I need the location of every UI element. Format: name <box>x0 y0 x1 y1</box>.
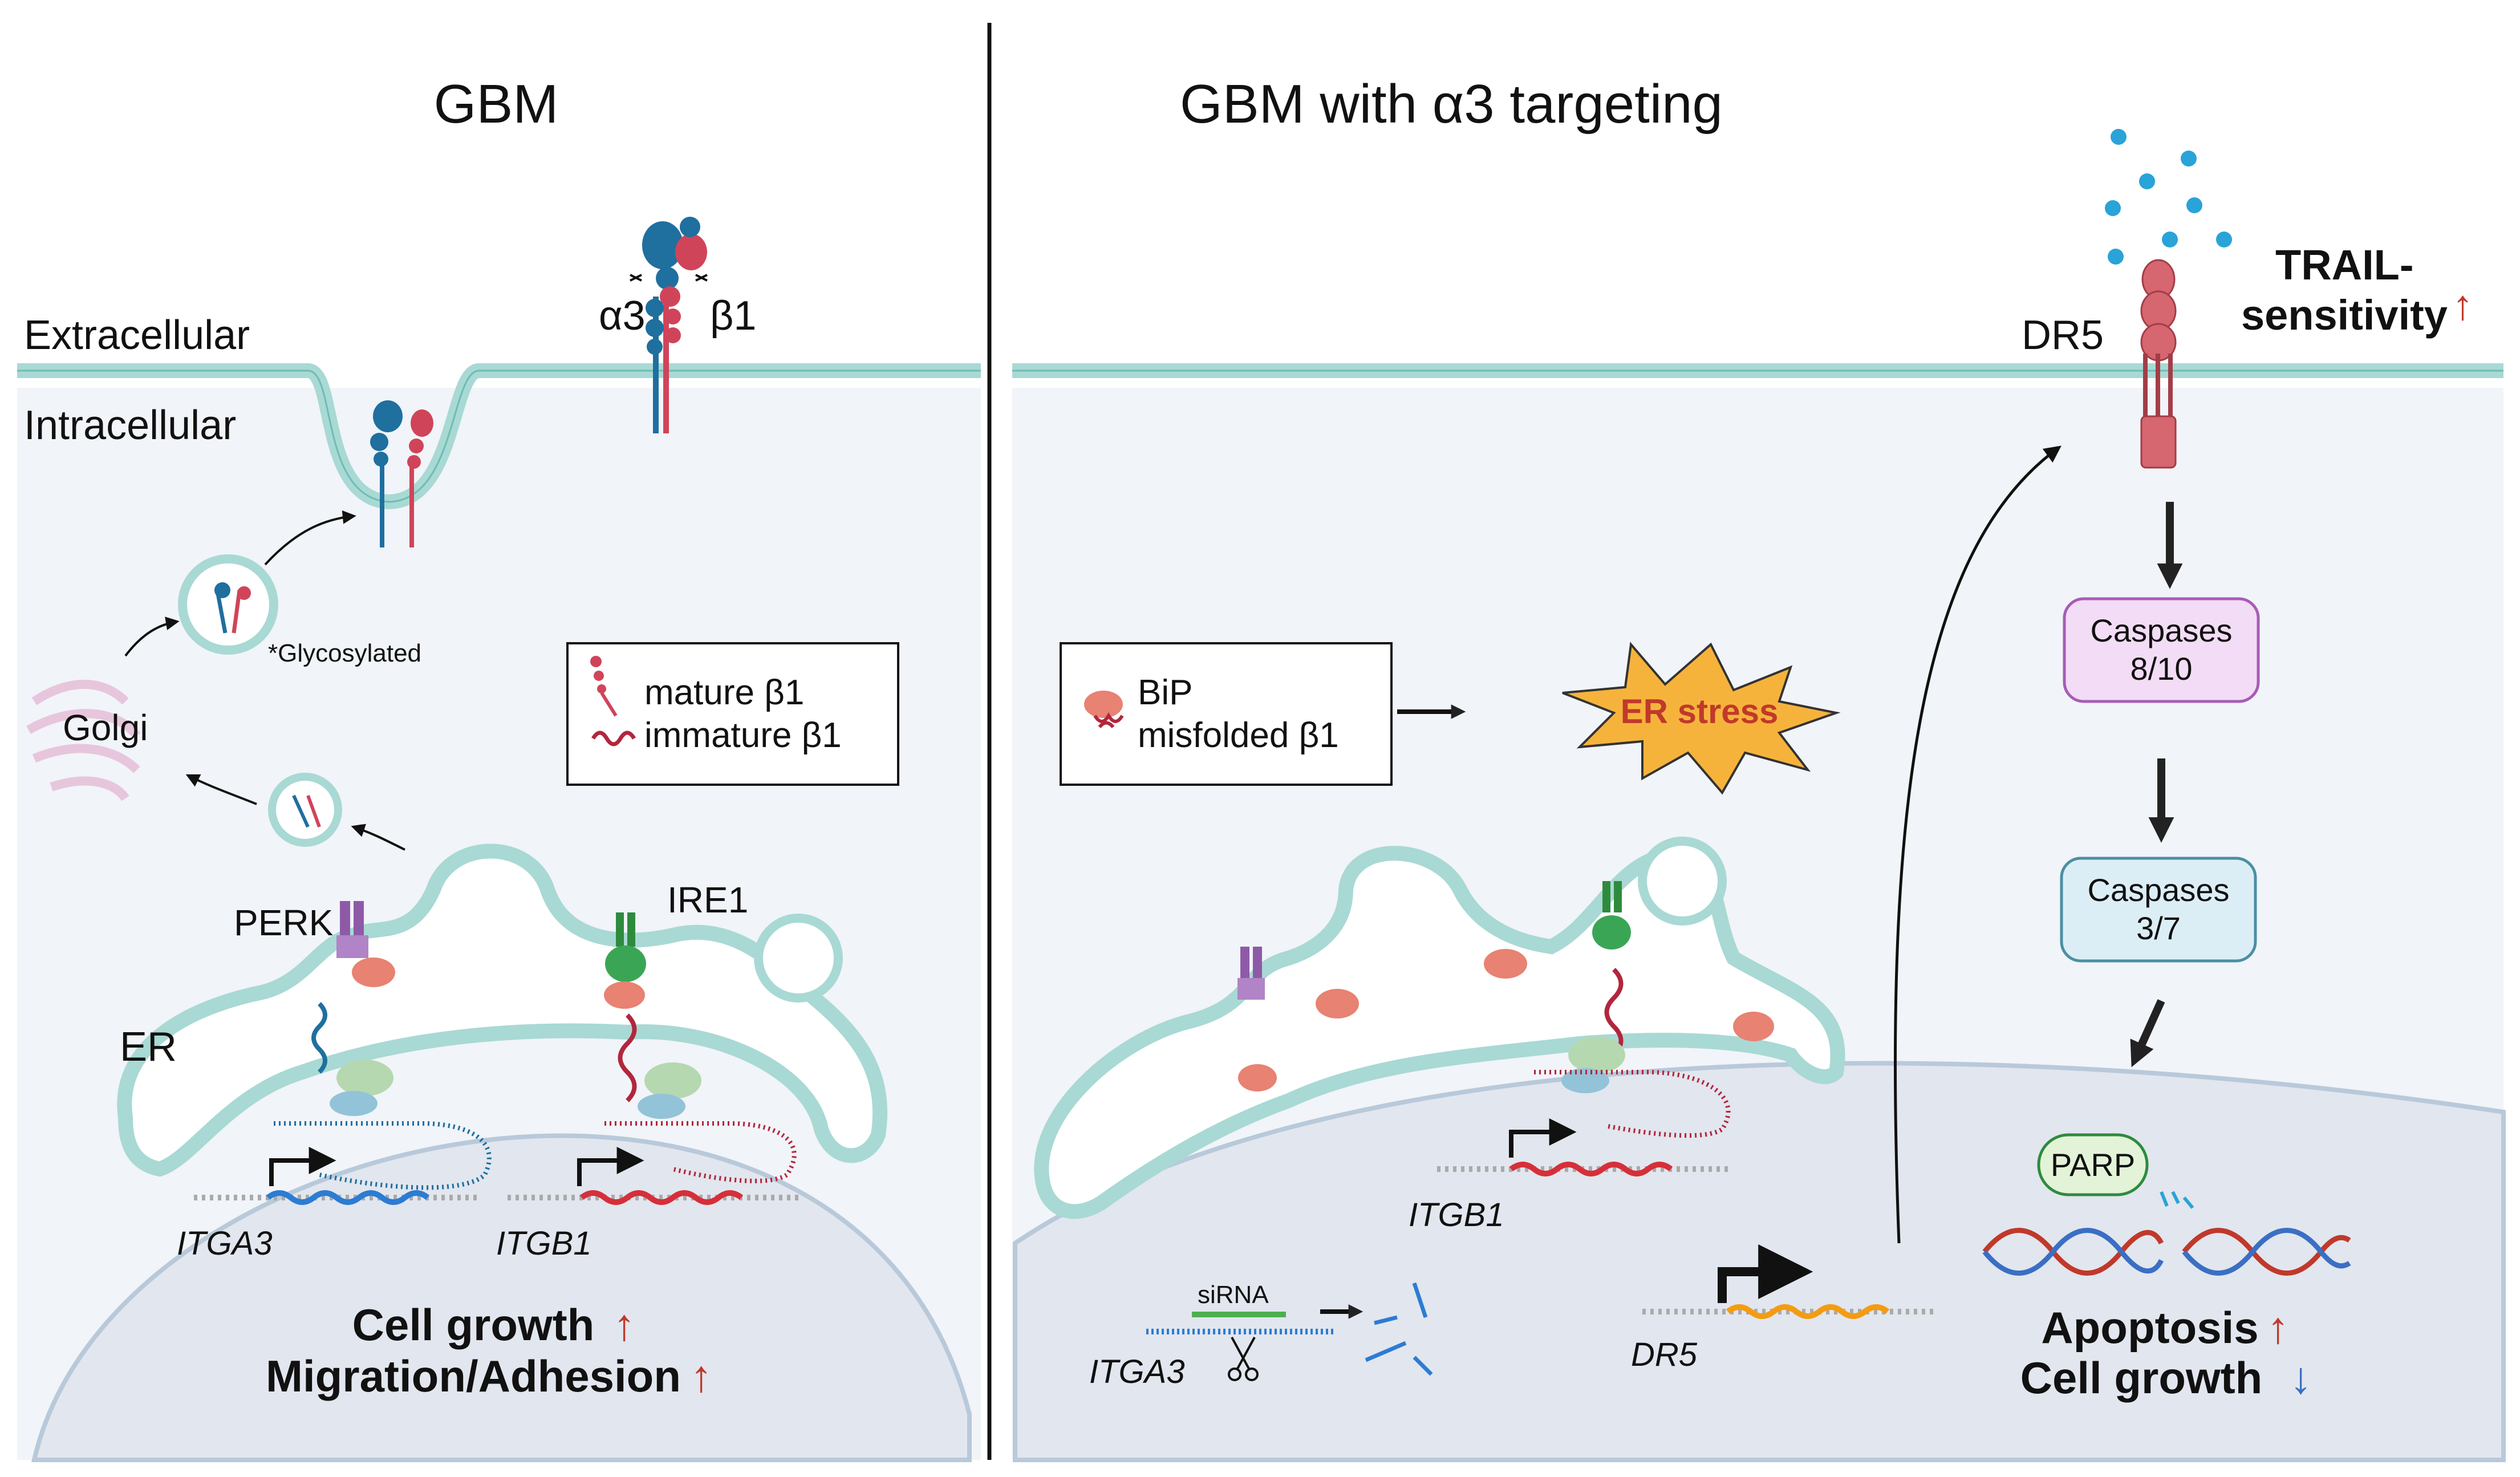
dr5-label: DR5 <box>2022 313 2104 358</box>
er-left-vesicle <box>754 914 843 1003</box>
sirna-label: siRNA <box>1198 1281 1269 1309</box>
arrow-golgi-to-vesicle <box>124 616 180 657</box>
parp-pill <box>2037 1133 2149 1196</box>
gene-dr5: DR5 <box>1631 1336 1698 1373</box>
right-title: GBM with α3 targeting <box>1180 74 1723 135</box>
degraded-mrna <box>1365 1282 1433 1376</box>
ribosome-left-b-small <box>638 1094 685 1119</box>
arrow-dr5-upregulation <box>1893 445 2062 1244</box>
trail-label-line1: TRAIL- <box>2275 241 2414 289</box>
extracellular-label: Extracellular <box>24 313 250 358</box>
itga3-coding <box>266 1190 430 1205</box>
outcome-cell-growth-left: Cell growth <box>352 1300 595 1350</box>
arrow-er-to-vesicle <box>351 823 405 851</box>
outcome-migration-left: Migration/Adhesion <box>266 1351 681 1401</box>
ire1-label: IRE1 <box>667 879 748 920</box>
scissors-icon <box>1228 1337 1259 1381</box>
caspase-3-7-line1: Caspases <box>2087 872 2229 908</box>
bip-clusters <box>1238 949 1774 1091</box>
legend-immature: immature β1 <box>644 716 842 755</box>
alpha3-label: α3 <box>599 293 646 339</box>
golgi-vesicle <box>268 773 342 847</box>
legend-bip: BiP <box>1138 673 1192 712</box>
up-arrow-trail: ↑ <box>2452 281 2473 328</box>
caspase-8-10-box <box>2063 597 2260 703</box>
parp-label: PARP <box>2051 1147 2135 1183</box>
ribosome-left-a <box>336 1060 393 1096</box>
ribosome-right <box>1568 1037 1625 1073</box>
caspase-8-10-line2: 8/10 <box>2131 651 2193 687</box>
dr5-receptor <box>2140 259 2177 469</box>
left-nucleus <box>31 1133 972 1462</box>
nascent-beta1-right <box>1604 968 1624 1057</box>
perk-label: PERK <box>234 902 333 943</box>
er-stress-label: ER stress <box>1621 692 1779 731</box>
legend-misfolded: misfolded β1 <box>1138 716 1339 755</box>
itgb1-coding <box>579 1190 744 1205</box>
legend-left <box>566 642 899 786</box>
caspase-3-7-line2: 3/7 <box>2136 910 2181 946</box>
ribosome-left-a-small <box>330 1091 378 1116</box>
promoter-itga3 <box>269 1147 336 1186</box>
caspase-8-10-line1: Caspases <box>2090 612 2232 648</box>
er-right-vesicle <box>1638 837 1727 926</box>
integrin-surface <box>630 217 708 433</box>
gene-itgb1-left: ITGB1 <box>496 1225 592 1262</box>
arrow-er-vesicle-to-golgi <box>185 774 257 805</box>
promoter-itgb1-right <box>1509 1118 1577 1158</box>
golgi-vesicle-alpha <box>292 794 310 828</box>
gene-itga3-right: ITGA3 <box>1089 1353 1185 1390</box>
dr5-coding <box>1726 1304 1890 1319</box>
golgi-label: Golgi <box>63 707 148 748</box>
outcome-cell-growth-right: Cell growth <box>2020 1353 2263 1403</box>
nascent-beta1 <box>618 1013 637 1102</box>
promoter-itgb1 <box>577 1147 644 1186</box>
bip-misfolded-icon <box>1084 691 1124 728</box>
up-arrow-migration-left: ↑ <box>690 1351 712 1401</box>
intracellular-label: Intracellular <box>24 403 236 448</box>
arrow-caspase3-to-parp <box>2130 999 2165 1068</box>
ire1-receptor-right <box>1592 881 1631 949</box>
up-arrow-cell-growth-left: ↑ <box>613 1300 635 1350</box>
nascent-alpha3 <box>311 1002 327 1074</box>
vesicle-integrin <box>214 582 251 634</box>
er-label-left: ER <box>120 1024 177 1070</box>
golgi <box>26 680 141 801</box>
ribosome-left-b <box>644 1062 701 1099</box>
trail-ligands <box>2105 129 2232 265</box>
glycosylated-vesicle <box>178 554 278 655</box>
cleavage-marks <box>2160 1191 2194 1209</box>
beta1-label: β1 <box>710 293 756 339</box>
up-arrow-apoptosis: ↑ <box>2267 1302 2289 1353</box>
itgb1-coding-right <box>1509 1162 1673 1176</box>
mrna-itgb1-right <box>1534 1070 1731 1138</box>
glycosylated-note: *Glycosylated <box>268 639 421 667</box>
legend-mature: mature β1 <box>644 673 804 712</box>
left-membrane-edge <box>17 370 981 503</box>
down-arrow-cell-growth: ↓ <box>2290 1353 2312 1403</box>
arrow-vesicle-to-membrane <box>264 510 356 566</box>
mature-beta1-icon <box>590 656 618 717</box>
caspase-3-7-box <box>2060 857 2257 963</box>
golgi-vesicle-beta <box>306 794 321 828</box>
left-title: GBM <box>434 74 559 135</box>
perk-receptor <box>336 901 395 987</box>
integrin-invaginated <box>370 400 433 547</box>
ire1-receptor <box>604 912 646 1009</box>
gene-itga3-left: ITGA3 <box>177 1225 273 1262</box>
fragmented-dna-icon <box>1982 1228 2351 1276</box>
trail-label-line2: sensitivity <box>2241 291 2448 339</box>
perk-receptor-right <box>1237 947 1265 1000</box>
mrna-itga3 <box>274 1121 492 1190</box>
promoter-dr5 <box>1718 1244 1813 1303</box>
gene-itgb1-right: ITGB1 <box>1409 1196 1504 1233</box>
immature-beta1-icon <box>591 731 636 746</box>
outcome-apoptosis-right: Apoptosis <box>2041 1302 2258 1353</box>
er-stress-burst <box>1562 642 1841 795</box>
